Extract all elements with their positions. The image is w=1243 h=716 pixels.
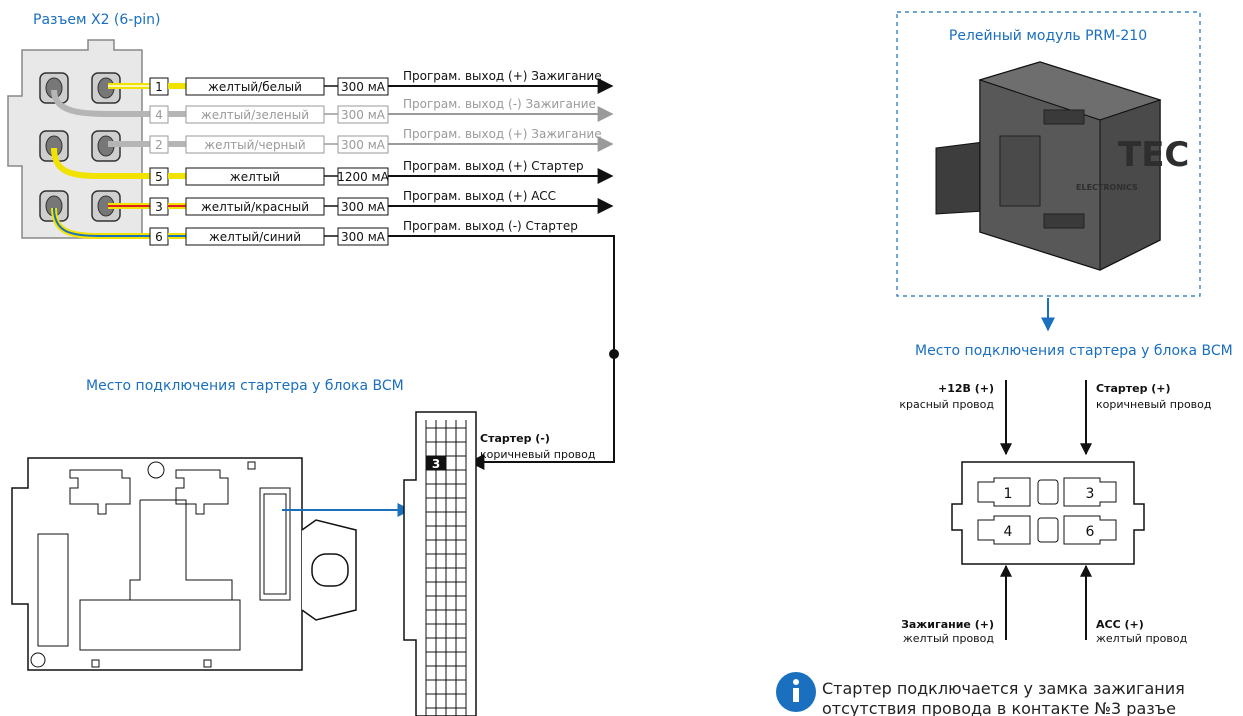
pin-number: 4 xyxy=(155,108,163,122)
wire-function-label: Програм. выход (+) Зажигание xyxy=(403,69,602,83)
wire-row-6: 6 желтый/синий 300 мА Програм. выход (-)… xyxy=(149,219,578,246)
wire-pin-5 xyxy=(51,147,150,179)
acc-signal-label: ACC (+) xyxy=(1096,618,1144,631)
bcm-mount-bracket xyxy=(301,519,357,621)
relay-frame xyxy=(896,11,1201,297)
note-line-2: отсутствия провода в контакте №3 разъе xyxy=(822,699,1176,716)
wire-color-label: желтый/черный xyxy=(204,138,305,152)
wire-current-label: 300 мА xyxy=(341,200,386,214)
wire-color-label: желтый xyxy=(230,170,280,184)
wire-color-label: желтый/зеленый xyxy=(201,108,309,122)
wire-pin-6 xyxy=(51,207,150,239)
note-line-1: Стартер подключается у замка зажигания xyxy=(822,679,1185,698)
bcm-left-title: Место подключения стартера у блока BCM xyxy=(86,378,404,394)
pin-number: 6 xyxy=(155,230,163,244)
bcm-wire-label: коричневый провод xyxy=(480,448,596,461)
starter-signal-label: Стартер (+) xyxy=(1096,382,1171,395)
svg-text:TEC: TEC xyxy=(1118,135,1189,175)
ignition-wire-label: желтый провод xyxy=(903,632,995,645)
wire-function-label: Програм. выход (+) Зажигание xyxy=(403,127,602,141)
bcm-unit xyxy=(11,457,303,671)
wire-current-label: 300 мА xyxy=(341,138,386,152)
relay-logo-text: ELECTRONICS xyxy=(1076,183,1138,192)
connector-socket xyxy=(39,72,69,104)
info-icon xyxy=(776,672,816,712)
connector-title: Разъем X2 (6-pin) xyxy=(33,12,160,28)
junction-dot xyxy=(609,349,619,359)
wire-row-1: 1 желтый/белый 300 мА Програм. выход (+)… xyxy=(149,69,614,96)
wire-color-label: желтый/белый xyxy=(208,80,302,94)
wire-current-label: 300 мА xyxy=(341,108,386,122)
wire-color-label: желтый/синий xyxy=(209,230,301,244)
bcm-tall-connector: 3 xyxy=(403,411,477,716)
bcm-pin-label: 1 xyxy=(1004,486,1013,502)
wire-function-label: Програм. выход (-) Стартер xyxy=(403,219,578,233)
relay-title: Релейный модуль PRM-210 xyxy=(949,28,1147,44)
ignition-signal-label: Зажигание (+) xyxy=(901,618,994,631)
pin-number: 2 xyxy=(155,138,163,152)
wire-color-label: желтый/красный xyxy=(201,200,309,214)
wire-function-label: Програм. выход (-) Зажигание xyxy=(403,97,596,111)
wire-current-label: 300 мА xyxy=(341,80,386,94)
wire-row-3: 3 желтый/красный 300 мА Програм. выход (… xyxy=(149,189,614,216)
wire-row-4: 4 желтый/зеленый 300 мА Програм. выход (… xyxy=(149,97,614,124)
bcm-pin-label: 6 xyxy=(1086,524,1095,540)
pin-number: 5 xyxy=(155,170,163,184)
starter-wire-label: коричневый провод xyxy=(1096,398,1212,411)
bcm-signal-label: Стартер (-) xyxy=(480,432,550,445)
bcm-pin-tag: 3 xyxy=(432,457,440,471)
pin-number: 1 xyxy=(155,80,163,94)
plus12v-wire-label: красный провод xyxy=(899,398,994,411)
relay-module-image: TEC ELECTRONICS xyxy=(935,61,1189,271)
wire-row-5: 5 желтый 1200 мА Програм. выход (+) Стар… xyxy=(149,159,614,186)
bcm-right-title: Место подключения стартера у блока BCM xyxy=(915,343,1233,359)
wire-function-label: Програм. выход (+) ACC xyxy=(403,189,556,203)
wire-current-label: 300 мА xyxy=(341,230,386,244)
wire-current-label: 1200 мА xyxy=(337,170,389,184)
bcm-pin-label: 4 xyxy=(1004,524,1013,540)
wire-row-2: 2 желтый/черный 300 мА Програм. выход (+… xyxy=(149,127,614,154)
pin-number: 3 xyxy=(155,200,163,214)
bcm-small-connector: 1 3 4 6 xyxy=(951,461,1145,565)
plus12v-signal-label: +12В (+) xyxy=(938,382,994,395)
acc-wire-label: желтый провод xyxy=(1096,632,1188,645)
wire-pin-4 xyxy=(51,89,150,117)
wire-function-label: Програм. выход (+) Стартер xyxy=(403,159,584,173)
bcm-pin-label: 3 xyxy=(1086,486,1095,502)
